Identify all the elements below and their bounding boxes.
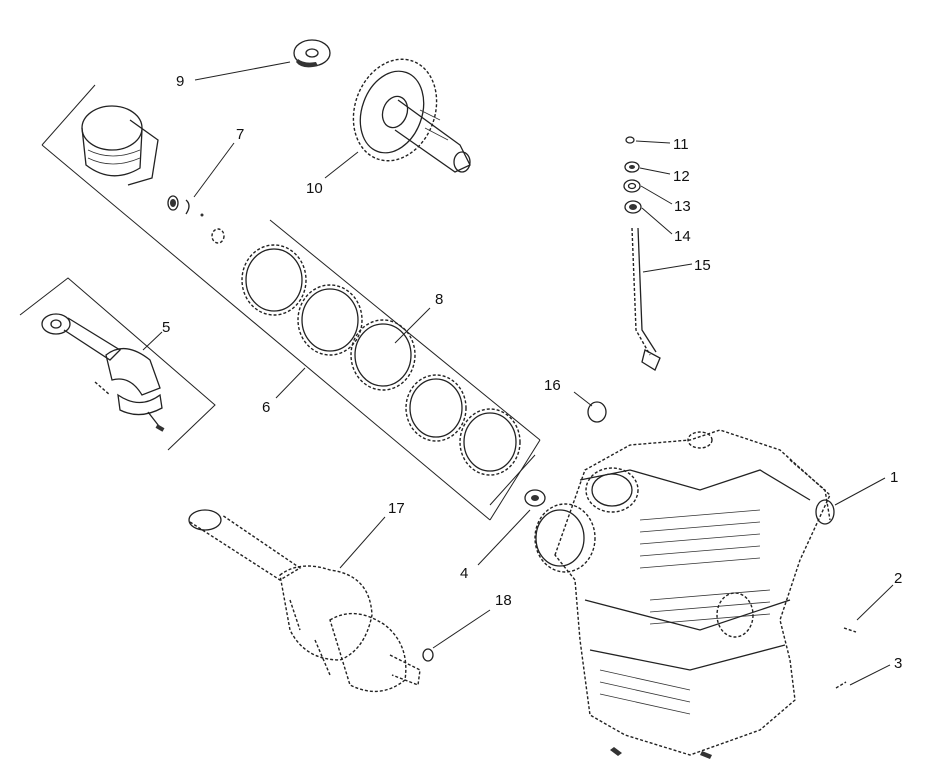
woodruff-key-part [422, 648, 434, 662]
nut-part [625, 136, 635, 144]
callout-2: 2 [894, 570, 902, 587]
seal-washer-part [624, 161, 640, 173]
callout-18: 18 [495, 592, 512, 609]
camshaft-gear-part [352, 58, 471, 173]
callout-4: 4 [460, 565, 468, 582]
callout-7: 7 [236, 126, 244, 143]
callout-9: 9 [176, 73, 184, 90]
dipstick-part [631, 227, 661, 371]
callout-10: 10 [306, 180, 323, 197]
callout-11: 11 [673, 136, 689, 153]
piston-rings-part [241, 244, 521, 476]
connecting-rod-part [41, 313, 165, 432]
plug-part [624, 200, 642, 214]
piston-part [81, 105, 159, 186]
crankshaft-part [188, 509, 421, 693]
gasket-part [623, 179, 641, 193]
dowel-pin-part [835, 681, 847, 689]
callout-6: 6 [262, 399, 270, 416]
bolt-part [843, 627, 857, 633]
oil-plug-part [587, 401, 607, 423]
callout-13: 13 [674, 198, 691, 215]
connecting-rod-frame [19, 277, 216, 451]
callout-1: 1 [890, 469, 898, 486]
callout-3: 3 [894, 655, 902, 672]
callout-15: 15 [694, 257, 711, 274]
callout-17: 17 [388, 500, 405, 517]
callout-12: 12 [673, 168, 690, 185]
bushing-part [524, 489, 546, 507]
thrust-washer-part [293, 39, 331, 68]
callout-14: 14 [674, 228, 691, 245]
callout-5: 5 [162, 319, 170, 336]
callout-8: 8 [435, 291, 443, 308]
callout-16: 16 [544, 377, 561, 394]
leader-lines [142, 61, 894, 686]
crankcase-block-part [534, 429, 835, 759]
piston-pin-part [167, 195, 225, 244]
